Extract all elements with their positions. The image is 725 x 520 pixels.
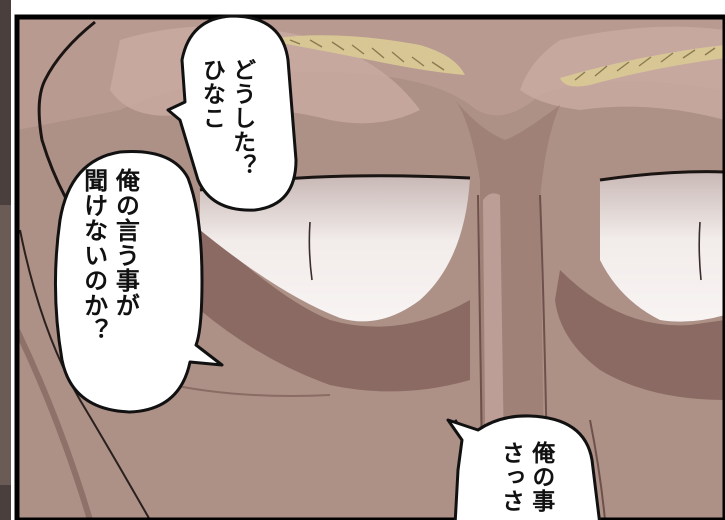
speech-bubble-2-text: 俺の言う事が 聞けないのか？ [77,168,140,343]
left-eye [200,175,470,322]
speech-bubble-3 [446,414,601,520]
bubble-1-line-1: どうした？ [228,58,255,178]
right-eyebrow [560,45,725,87]
bubble-2-line-2: 聞けないのか？ [79,168,108,343]
speech-bubble-3-text: 俺の事 さっさ [495,441,556,513]
bubble-3-line-1: 俺の事 [527,441,554,513]
panel-border [14,14,725,520]
right-eye [600,171,725,322]
bubble-3-line-2: さっさ [497,441,524,513]
left-eyebrow [275,35,465,75]
speech-bubble-1 [166,14,298,212]
bubble-2-line-1: 俺の言う事が [111,168,140,318]
speech-bubble-1-text: どうした？ ひなこ [196,58,257,178]
speech-bubble-2 [53,150,224,414]
bubble-1-line-2: ひなこ [198,58,225,130]
